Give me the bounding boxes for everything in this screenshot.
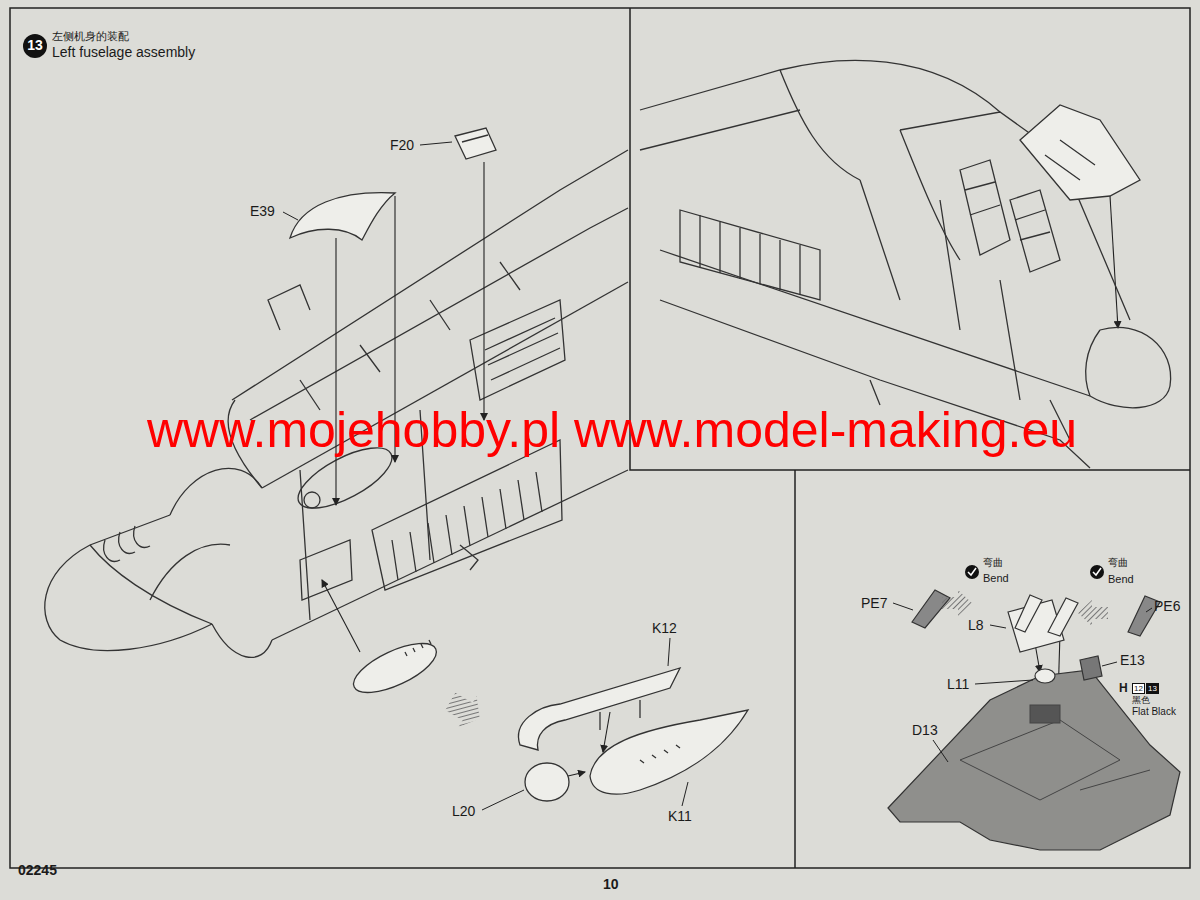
part-number: D13 bbox=[912, 722, 938, 738]
part-number: K11 bbox=[668, 808, 692, 824]
leader-line bbox=[283, 142, 1152, 810]
step-number: 13 bbox=[23, 37, 47, 53]
part-number: E39 bbox=[250, 203, 275, 219]
instruction-text: Bend bbox=[983, 572, 1009, 585]
fuselage-drawing bbox=[45, 128, 748, 801]
instruction-text: Bend bbox=[1108, 573, 1134, 586]
color-name: Flat Black bbox=[1132, 706, 1176, 718]
page-number: 10 bbox=[603, 876, 619, 892]
color-code: H bbox=[1119, 682, 1128, 696]
part-number: F20 bbox=[390, 137, 414, 153]
paint-number: 13 bbox=[1146, 683, 1159, 694]
hatched-arrow bbox=[1078, 600, 1108, 626]
step-title-zh: 左侧机身的装配 bbox=[52, 30, 129, 43]
step-title: Left fuselage assembly bbox=[52, 44, 195, 60]
part-number: K12 bbox=[652, 620, 677, 636]
panel-frame bbox=[10, 8, 1190, 868]
hatched-arrow bbox=[441, 686, 488, 734]
instruction-text: 弯曲 bbox=[1108, 557, 1128, 569]
panel-detail bbox=[960, 705, 1150, 800]
step-circle bbox=[23, 34, 47, 58]
color-name: 黑色 bbox=[1132, 695, 1150, 705]
assembly-arrow bbox=[322, 162, 1118, 776]
part-number: PE6 bbox=[1154, 598, 1180, 614]
part-number: L8 bbox=[968, 617, 984, 633]
part-number: E13 bbox=[1120, 652, 1145, 668]
watermark: www.mojehobby.pl www.model-making.eu bbox=[147, 402, 1077, 460]
hatched-arrow bbox=[942, 590, 972, 616]
d13-panel bbox=[888, 670, 1180, 850]
instruction-text: 弯曲 bbox=[983, 557, 1003, 569]
paint-number: 12 bbox=[1132, 683, 1145, 694]
part-number: L11 bbox=[947, 676, 969, 692]
part-number: PE7 bbox=[861, 595, 887, 611]
part-number: L20 bbox=[452, 803, 475, 819]
catalog-number: 02245 bbox=[18, 862, 57, 878]
small-parts bbox=[912, 590, 1160, 683]
